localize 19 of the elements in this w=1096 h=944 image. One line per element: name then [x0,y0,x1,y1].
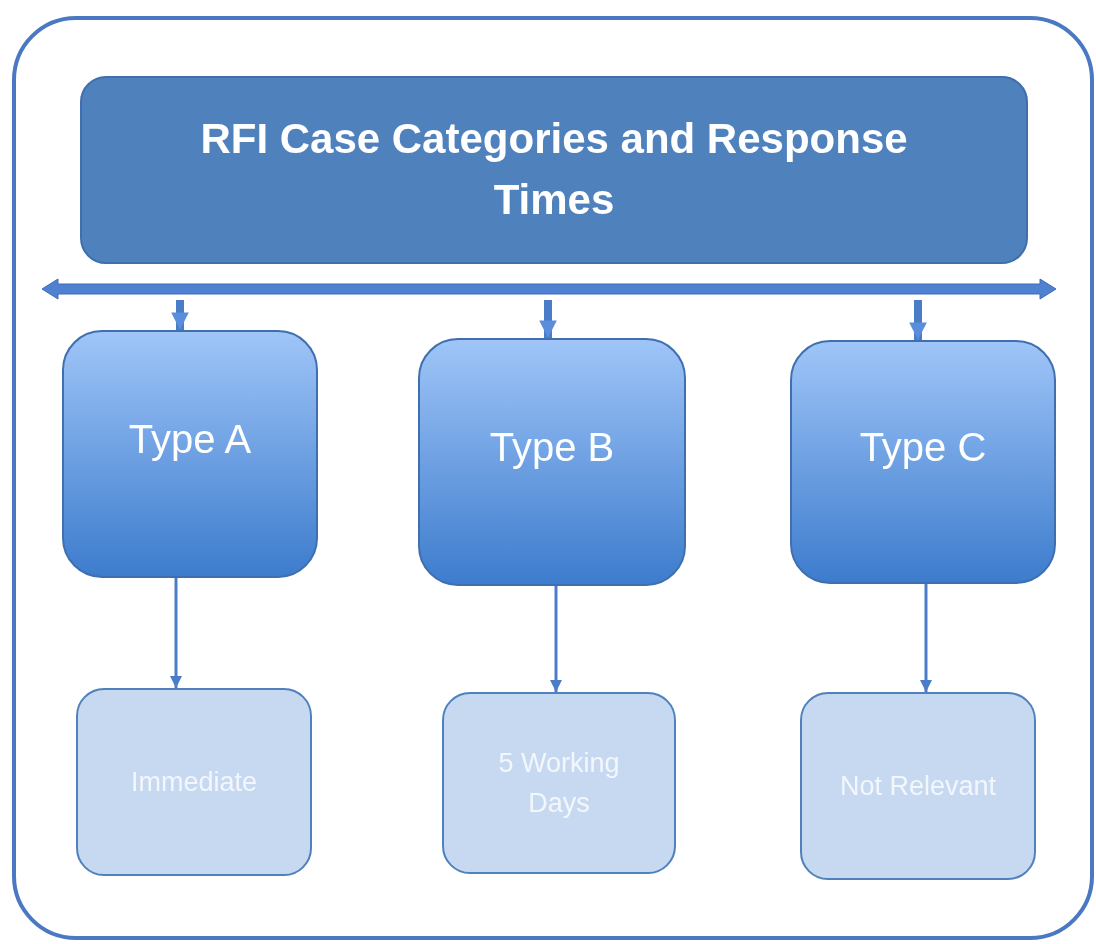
category-label: Type A [128,416,252,463]
category-box [418,338,686,586]
title-text: RFI Case Categories and Response Times [199,114,909,225]
block-arrow [909,300,927,340]
block-arrow [171,300,189,330]
arrow [920,584,932,692]
response-box [76,688,312,876]
title-box [80,76,1028,264]
category-box [62,330,318,578]
category-label: Type B [489,424,615,471]
block-arrow [539,300,557,338]
arrow [550,586,562,692]
frame-border [12,16,1094,940]
category-label: Type C [859,424,987,471]
arrow [170,578,182,688]
response-box [800,692,1036,880]
category-box [790,340,1056,584]
response-box [442,692,676,874]
double-arrow-bar [40,278,1058,300]
